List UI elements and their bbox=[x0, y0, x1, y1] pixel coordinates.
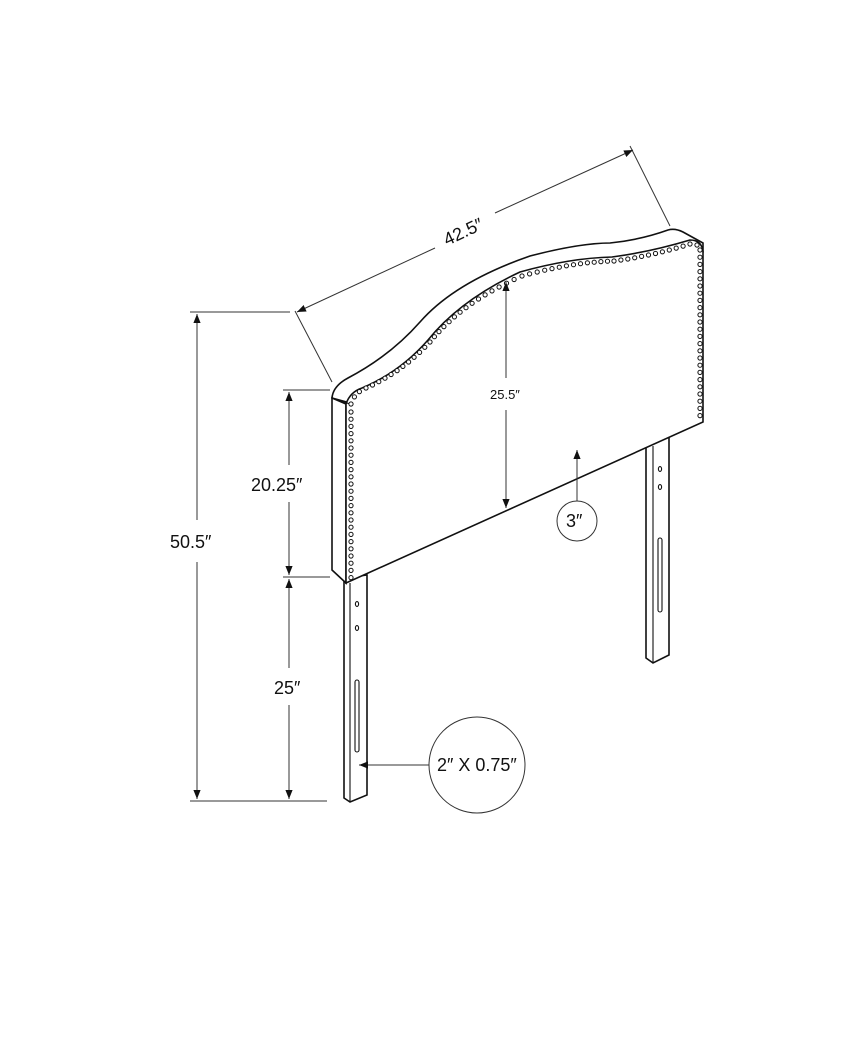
label-panel-center-height: 25.5″ bbox=[490, 387, 520, 402]
label-leg-height: 25″ bbox=[274, 678, 301, 698]
label-overall-height: 50.5″ bbox=[170, 532, 212, 552]
callout-leg-section: 2″ X 0.75″ bbox=[359, 716, 526, 814]
label-leg-section: 2″ X 0.75″ bbox=[437, 755, 517, 775]
left-leg bbox=[343, 574, 368, 803]
callout-thickness: 3″ bbox=[556, 450, 598, 542]
dimension-panel-center-height: 25.5″ bbox=[490, 282, 520, 508]
nailhead-trim bbox=[348, 241, 703, 581]
right-leg bbox=[645, 435, 670, 664]
dimension-leg-height: 25″ bbox=[274, 579, 301, 799]
dimension-panel-side-height: 20.25″ bbox=[251, 389, 330, 578]
label-width: 42.5″ bbox=[440, 214, 487, 250]
label-panel-side-height: 20.25″ bbox=[251, 475, 303, 495]
dimension-overall-height: 50.5″ bbox=[170, 311, 327, 802]
headboard-panel bbox=[331, 228, 704, 585]
label-thickness: 3″ bbox=[566, 511, 583, 531]
